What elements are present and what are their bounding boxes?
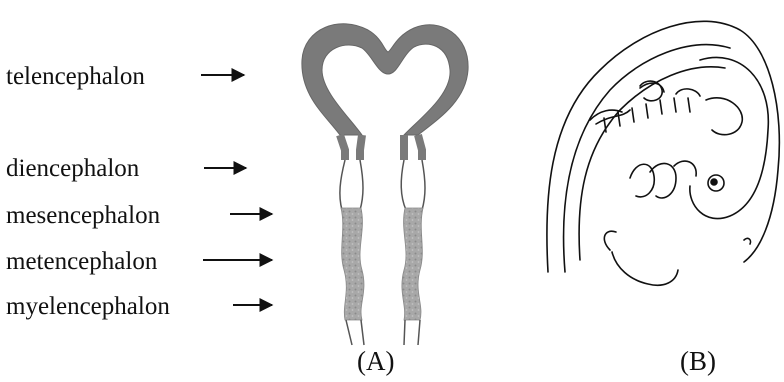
branchial-arch-3 bbox=[674, 161, 696, 176]
hindbrain-wall-left bbox=[341, 208, 364, 320]
tube-wall-right-upper bbox=[404, 135, 422, 160]
eye-pupil bbox=[711, 179, 717, 185]
tube-wall-left-upper bbox=[340, 135, 362, 160]
embryo-drawing bbox=[547, 21, 780, 285]
branchial-arch-1 bbox=[630, 164, 654, 197]
embryo-outline-inner bbox=[564, 45, 730, 272]
panel-label-b: (B) bbox=[680, 348, 716, 375]
diencephalon-wall-right bbox=[401, 160, 425, 210]
neural-marks bbox=[596, 98, 690, 132]
embryo-head bbox=[690, 57, 768, 218]
diencephalon-wall-left bbox=[340, 160, 363, 210]
embryo-outline-outer bbox=[547, 21, 780, 272]
neural-tube-diagram bbox=[302, 24, 468, 345]
limb-bud-detail bbox=[604, 231, 616, 250]
telencephalon-vesicle bbox=[302, 24, 468, 135]
spinal-cord-right bbox=[404, 320, 420, 345]
tail-mark bbox=[744, 238, 751, 244]
label-arrows bbox=[201, 75, 272, 305]
embryo-dorsal bbox=[579, 67, 725, 260]
panel-label-a: (A) bbox=[357, 348, 394, 375]
spinal-cord-left bbox=[346, 320, 364, 345]
limb-bud bbox=[612, 252, 678, 285]
forebrain-bulge bbox=[706, 98, 742, 135]
hindbrain-wall-right bbox=[402, 208, 423, 320]
